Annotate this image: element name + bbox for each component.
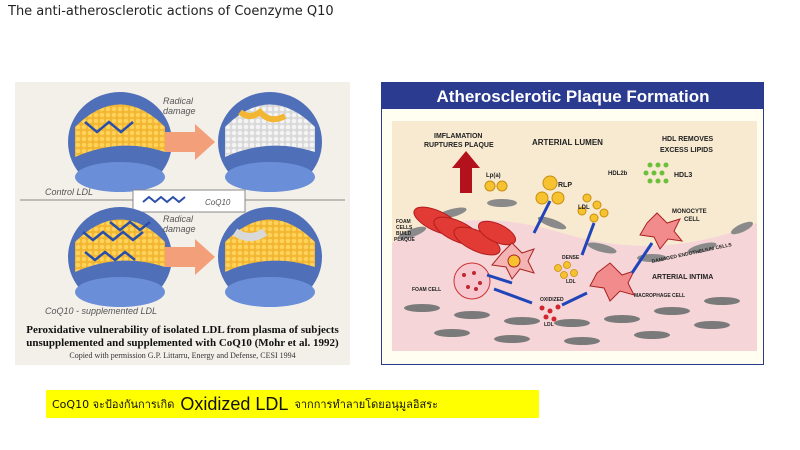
damage-arrow-2 — [165, 239, 215, 275]
label-hdl2b: HDL2b — [608, 171, 628, 177]
label-ldl: LDL — [578, 205, 590, 211]
plaque-formation-diagram: Atherosclerotic Plaque Formation — [382, 83, 763, 351]
rupture-arrow — [452, 151, 480, 193]
oxidized-ldl-particles — [539, 304, 561, 322]
label-monocyte: MONOCYTE — [672, 209, 707, 215]
monocyte-cell — [639, 212, 684, 250]
damaged-ldl-particle — [218, 92, 322, 192]
banner-text-part3: จากการทำลายโดยอนุมูลอิสระ — [294, 398, 439, 411]
coq10-summary-banner: CoQ10 จะป้องกันการเกิด Oxidized LDL จากก… — [46, 390, 539, 418]
coq10-box — [132, 189, 246, 213]
coq10-molecule-icon — [142, 195, 186, 204]
lipoprotein-particles — [484, 175, 609, 223]
foam-cell-droplets — [462, 271, 482, 291]
label-inflammation: IMFLAMATION — [434, 133, 482, 140]
label-foam-1: FOAM — [396, 219, 411, 225]
dense-ldl-particles — [554, 261, 578, 279]
label-oxidized-1: OXIDIZED — [540, 297, 564, 303]
caption-line-2: unsupplemented and supplemented with CoQ… — [26, 337, 339, 349]
foam-cell-plaque — [413, 206, 517, 256]
label-dense-1: DENSE — [562, 255, 580, 261]
label-hdl3: HDL3 — [674, 172, 692, 179]
media-layer — [404, 297, 740, 345]
label-foam-4: PLAQUE — [394, 237, 416, 243]
label-foam-3: BUILD — [396, 231, 412, 237]
label-ruptures: RUPTURES PLAQUE — [424, 142, 494, 149]
cell-nucleus — [507, 254, 521, 268]
hdl-particles — [643, 162, 669, 184]
plaque-formation-figure: Atherosclerotic Plaque Formation — [381, 82, 764, 365]
damage-arrow-1 — [165, 124, 215, 160]
caption-line-3: Copied with permission G.P. Littarru, En… — [69, 351, 296, 360]
coq10-label: CoQ10 — [205, 198, 231, 207]
label-arterial-lumen: ARTERIAL LUMEN — [532, 138, 603, 147]
caption-line-1: Peroxidative vulnerability of isolated L… — [26, 324, 339, 336]
label-cell: CELL — [684, 217, 700, 223]
label-macrophage-cell: MACROPHAGE CELL — [634, 293, 685, 299]
label-dense-2: LDL — [566, 279, 576, 285]
flow-arrows — [486, 200, 654, 307]
protected-ldl-particle — [218, 207, 322, 307]
label-hdl-removes: HDL REMOVES — [662, 136, 714, 143]
label-excess-lipids: EXCESS LIPIDS — [660, 147, 713, 154]
control-ldl-particle — [68, 92, 172, 192]
label-foam-cell: FOAM CELL — [412, 287, 441, 293]
supplemented-ldl-label: CoQ10 - supplemented LDL — [45, 306, 157, 316]
banner-text-oxidized-ldl: Oxidized LDL — [180, 393, 289, 414]
label-arterial-intima: ARTERIAL INTIMA — [652, 274, 713, 281]
label-rlp: RLP — [558, 182, 572, 189]
label-lpa: Lp(a) — [486, 173, 501, 179]
banner-text-part1: CoQ10 จะป้องกันการเกิด — [52, 398, 175, 411]
foam-cell — [453, 262, 491, 300]
macrophage-cell — [589, 262, 635, 302]
supplemented-ldl-particle — [68, 207, 172, 307]
slide-title: The anti-atherosclerotic actions of Coen… — [8, 4, 334, 19]
left-figure-caption: Peroxidative vulnerability of isolated L… — [15, 324, 350, 361]
control-ldl-label: Control LDL — [45, 187, 93, 197]
label-oxidized-2: LDL — [544, 322, 554, 328]
plaque-figure-title: Atherosclerotic Plaque Formation — [437, 87, 710, 106]
label-foam-2: CELLS — [396, 225, 413, 231]
